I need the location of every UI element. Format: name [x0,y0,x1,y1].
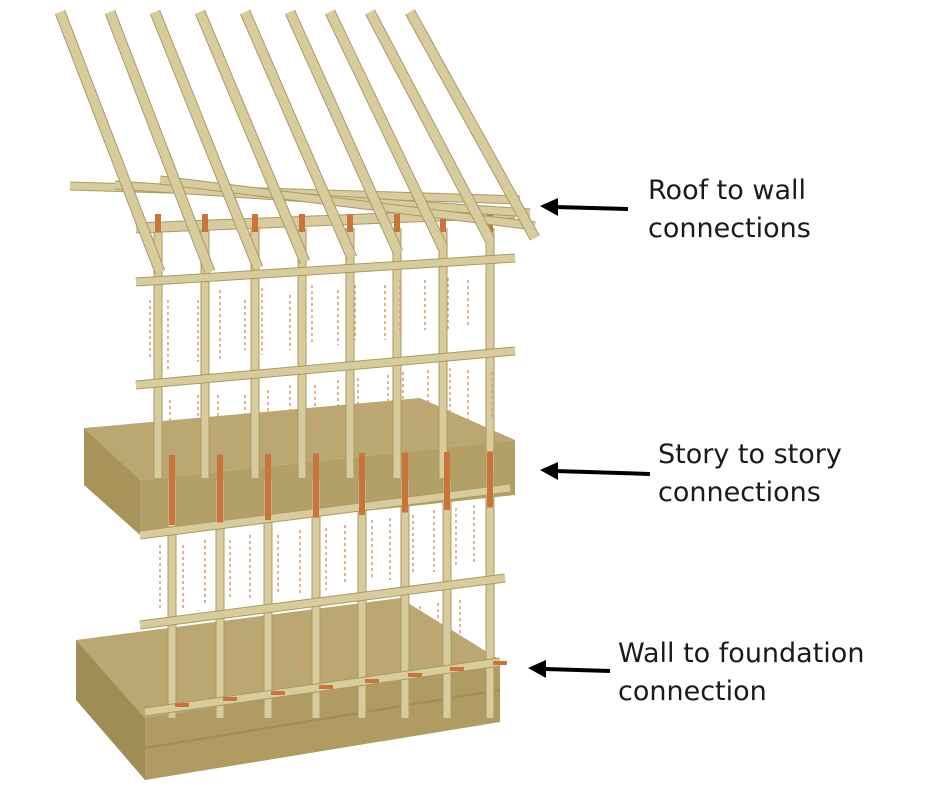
roof-rafter [54,10,166,274]
foundation-connector [408,673,422,677]
foundation-label-line2: connection [618,676,767,707]
roof-rafter [365,9,495,243]
roof-connector [394,214,400,232]
roof-rafter [149,9,264,271]
wall-to-foundation-label: Wall to foundation connection [618,635,864,711]
middle-girt [135,346,516,390]
roof-connector [252,214,258,232]
foundation-label-line1: Wall to foundation [618,638,865,669]
story-to-story-label: Story to story connections [658,436,842,512]
story-connector [169,455,175,525]
upper-girt [135,253,516,287]
story-connector [402,452,408,513]
roof-label-line2: connections [648,213,811,244]
story-pointer-arrow [540,462,651,480]
roof-connector [440,214,446,232]
metal-connectors [155,214,507,707]
roof-to-wall-label: Roof to wall connections [648,172,811,248]
story-label-line2: connections [658,477,821,508]
roof-connector [155,214,161,232]
foundation-connector [271,691,285,695]
foundation-connector [450,667,464,671]
story-connector [359,453,365,515]
roof-rafter [405,9,540,241]
roof-connector [347,214,353,232]
roof-label-line1: Roof to wall [648,175,806,206]
foundation [76,598,501,780]
load-path-arrows [149,278,493,700]
story-connector [313,453,319,518]
roof-rafter [239,9,358,261]
story-label-line1: Story to story [658,439,842,470]
foundation-connector [365,679,379,683]
roof-rafter [284,9,404,255]
foundation-connector [223,697,237,701]
story-connector [265,454,271,520]
foundation-connector [319,685,333,689]
lower-girt [139,573,506,630]
roof-rafters [54,9,540,274]
roof-connector [299,214,305,232]
roof-pointer-arrow [540,198,629,216]
foundation-connector [493,661,507,665]
roof-rafter [194,9,311,265]
story-connector [444,452,450,510]
roof-rafter [104,10,216,274]
foundation-connector [175,703,189,707]
foundation-pointer-arrow [528,660,611,678]
roof-connector [202,214,208,232]
story-connector [217,454,223,523]
story-connector [487,451,493,508]
roof-rafter [325,9,448,251]
